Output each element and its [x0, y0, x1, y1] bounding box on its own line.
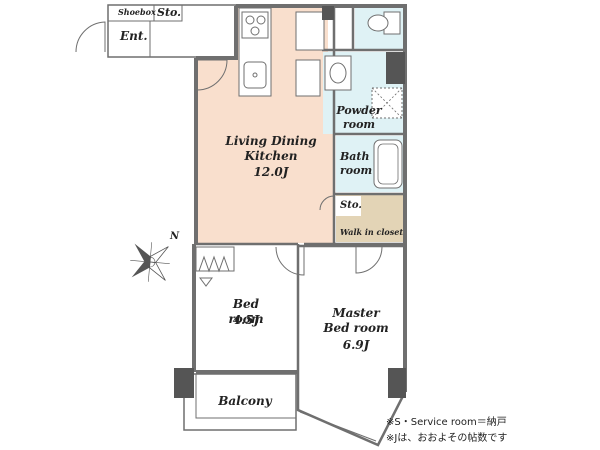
fridge-space [295, 11, 325, 51]
bathtub-inner [377, 143, 399, 185]
master-door-swing [355, 246, 383, 274]
master-bedroom-name-label: Master Bed room [323, 306, 389, 335]
outer-walls [192, 4, 407, 392]
storage-door-swing [319, 195, 335, 211]
bedroom-size-label: 4.5J [232, 313, 260, 327]
basin-bowl [329, 62, 347, 84]
ldk-door-swing [196, 59, 228, 91]
interior-walls [196, 8, 405, 372]
compass-north-label: N [170, 231, 180, 242]
storage-mid-label: Sto. [340, 200, 362, 211]
bedroom-door-swing [275, 246, 305, 276]
burner [250, 26, 260, 36]
cupboard [295, 59, 321, 97]
master-angled-wall [296, 372, 407, 447]
burner [245, 15, 255, 25]
washbasin [324, 55, 352, 91]
washer-cross [371, 87, 403, 119]
compass-rose [130, 242, 170, 282]
columns [174, 6, 406, 398]
ldk-size-label: 12.0J [253, 165, 289, 179]
balcony-rail [195, 373, 297, 419]
bath-room-label: Bath room [340, 150, 373, 177]
shoebox-label: Shoebox [118, 7, 156, 17]
sink-drain [252, 72, 258, 78]
bathtub [373, 139, 403, 189]
master-bedroom-size-label: 6.9J [342, 338, 370, 352]
balcony-area [183, 373, 297, 431]
service-room-note: ※S・Service room＝納戸 [386, 417, 507, 428]
balcony-label: Balcony [218, 394, 272, 408]
toilet-bowl [367, 14, 389, 32]
kitchen-sink [243, 61, 267, 89]
entrance-label: Ent. [120, 29, 148, 43]
stove [241, 11, 269, 39]
storage-mid-floor [336, 196, 361, 216]
powder-room-label: Powder room [336, 104, 382, 131]
entrance-door-swing [75, 21, 106, 53]
jo-note: ※Jは、おおよその帖数です [386, 433, 508, 444]
storage-entry-box [153, 4, 183, 22]
burner [256, 15, 266, 25]
storage-entry-label: Sto. [157, 6, 181, 19]
walk-in-closet-label: Walk in closet [340, 227, 404, 237]
ldk-name-label: Living Dining Kitchen [225, 134, 317, 163]
closet-bifold-doors [198, 255, 230, 273]
bay-window [299, 411, 377, 442]
closet-arrow [199, 277, 213, 287]
bedroom-name-label: Bed room [228, 297, 264, 326]
